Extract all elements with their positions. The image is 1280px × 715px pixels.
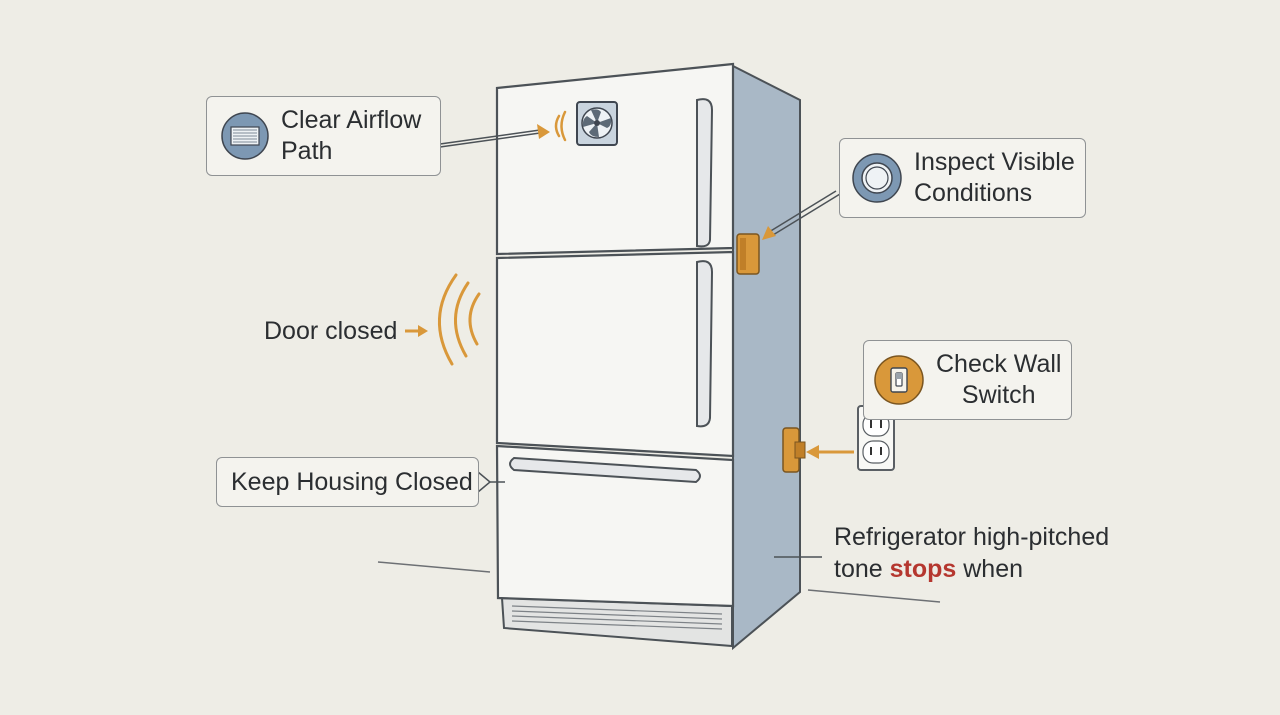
floor-lines xyxy=(377,561,941,603)
callout-inspect-visible-line2: Conditions xyxy=(914,179,1033,207)
arrow-icon xyxy=(762,190,841,240)
arrow-icon xyxy=(477,471,505,493)
upper-door xyxy=(495,62,735,256)
callout-check-wall-switch-line1: Check Wall xyxy=(936,350,1062,378)
ring-icon xyxy=(852,153,902,203)
result-text-line2: tone stops when xyxy=(834,553,1109,585)
drawer-handle xyxy=(509,456,701,484)
result-text-pre: tone xyxy=(834,555,890,583)
upper-handle xyxy=(696,98,714,248)
door-closed-label: Door closed xyxy=(264,317,398,345)
arrow-icon xyxy=(439,124,550,148)
callout-inspect-visible-line1: Inspect Visible xyxy=(914,148,1075,176)
result-text: Refrigerator high-pitched tone stops whe… xyxy=(834,521,1109,585)
callout-check-wall-switch: Check Wall Switch xyxy=(863,340,1072,420)
refrigerator xyxy=(495,62,806,651)
callout-keep-housing-closed-label: Keep Housing Closed xyxy=(231,467,473,496)
middle-door xyxy=(495,250,735,458)
callout-clear-airflow-line2: Path xyxy=(281,137,333,165)
freezer-drawer xyxy=(495,444,735,608)
result-text-line1: Refrigerator high-pitched xyxy=(834,523,1110,551)
middle-handle xyxy=(696,260,714,428)
fan-icon xyxy=(576,101,618,146)
callout-clear-airflow-line1: Clear Airflow xyxy=(281,106,422,134)
wall-switch-icon xyxy=(874,355,924,405)
fridge-side-panel xyxy=(732,64,801,651)
sound-wave-icon xyxy=(437,273,481,366)
result-text-emphasis: stops xyxy=(889,555,957,583)
sound-wave-icon xyxy=(554,110,567,142)
arrow-icon xyxy=(806,445,854,459)
vent-grille-icon xyxy=(221,112,269,160)
callout-check-wall-switch-line2: Switch xyxy=(961,381,1036,409)
callout-inspect-visible: Inspect Visible Conditions xyxy=(839,138,1086,218)
result-text-post: when xyxy=(956,555,1024,583)
callout-keep-housing-closed: Keep Housing Closed xyxy=(216,457,479,507)
callout-clear-airflow: Clear Airflow Path xyxy=(206,96,441,176)
arrow-icon xyxy=(405,325,428,337)
